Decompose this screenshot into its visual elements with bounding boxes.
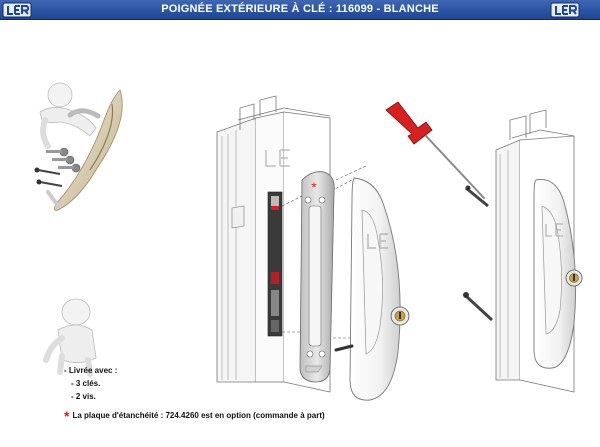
center-handle (334, 177, 410, 401)
exploded-assembly-drawing: * (34, 82, 583, 401)
option-note: *La plaque d'étanchéité : 724.4260 est e… (64, 405, 325, 424)
frame-logo (265, 149, 290, 167)
sealing-plate: * (299, 171, 335, 383)
loose-screw-icon (463, 292, 494, 322)
allen-wrench-icon (385, 101, 489, 208)
option-text: La plaque d'étanchéité : 724.4260 est en… (72, 411, 325, 420)
option-marker: * (311, 179, 317, 195)
page-title: POIGNÉE EXTÉRIEURE À CLÉ : 116099 - BLAN… (161, 3, 439, 15)
ler-logo-left (2, 2, 32, 18)
notes-heading: - Livrée avec : (64, 366, 118, 375)
figure-pointing (43, 298, 97, 377)
right-frame-assembled (495, 109, 583, 393)
notes-item-screws: - 2 vis. (71, 392, 96, 401)
keys-icon (46, 147, 81, 173)
option-star-icon: * (64, 408, 70, 424)
delivery-notes: - Livrée avec : - 3 clés. - 2 vis. (64, 364, 117, 403)
header-bar: POIGNÉE EXTÉRIEURE À CLÉ : 116099 - BLAN… (0, 0, 600, 20)
ler-logo-right (550, 2, 580, 18)
notes-item-keys: - 3 clés. (71, 379, 101, 388)
screws-icon (34, 167, 63, 208)
figure-carrying-handle (34, 82, 123, 211)
